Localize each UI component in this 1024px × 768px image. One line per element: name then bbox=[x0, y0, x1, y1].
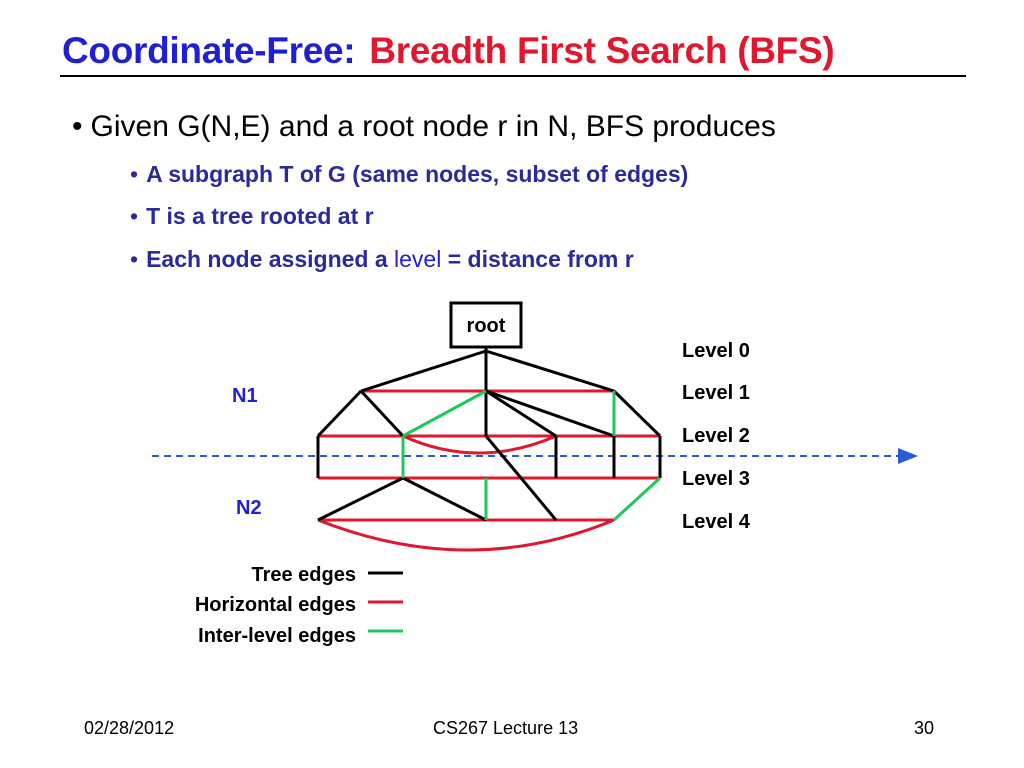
inter-level-edge bbox=[402, 389, 487, 438]
sub-bullet-text: T is a tree rooted at r bbox=[146, 203, 374, 229]
title-underline bbox=[60, 75, 966, 77]
horizontal-edge-arc bbox=[317, 518, 615, 552]
level-label: Level 1 bbox=[682, 382, 750, 404]
legend-label-inter-level: Inter-level edges bbox=[198, 625, 356, 647]
footer-course: CS267 Lecture 13 bbox=[433, 718, 579, 738]
tree-edge bbox=[316, 389, 363, 438]
main-bullet-text: Given G(N,E) and a root node r in N, BFS… bbox=[90, 110, 776, 143]
node-label-n2: N2 bbox=[236, 497, 262, 519]
sub-bullet-3: • Each node assigned a level = distance f… bbox=[130, 246, 634, 273]
tree-edge bbox=[402, 476, 487, 522]
sub-bullet-2: • T is a tree rooted at r bbox=[130, 203, 374, 230]
tree-edge bbox=[485, 389, 557, 438]
inter-level-edges bbox=[401, 389, 662, 522]
title-part-2: Breadth First Search (BFS) bbox=[369, 30, 835, 71]
sub-bullet-1: • A subgraph T of G (same nodes, subset o… bbox=[130, 161, 688, 188]
root-node bbox=[449, 301, 523, 349]
tree-edge bbox=[485, 349, 615, 393]
level-label: Level 0 bbox=[682, 340, 750, 362]
footer-page-number: 30 bbox=[914, 718, 935, 738]
sub-bullet-text-post: = distance from r bbox=[441, 246, 634, 272]
bullet-marker: • bbox=[130, 246, 139, 272]
node-label-n1: N1 bbox=[232, 385, 258, 407]
main-bullet: •Given G(N,E) and a root node r in N, BF… bbox=[72, 110, 776, 144]
bullet-marker: • bbox=[130, 203, 139, 229]
sub-bullet-text-pre: Each node assigned a bbox=[146, 246, 395, 272]
level-label: Level 2 bbox=[682, 425, 750, 447]
legend-label-horizontal: Horizontal edges bbox=[195, 594, 356, 616]
tree-edge bbox=[317, 476, 404, 522]
horizontal-edges bbox=[317, 389, 660, 552]
tree-edge bbox=[484, 435, 558, 521]
bullet-marker: • bbox=[130, 161, 139, 187]
title-part-1: Coordinate-Free: bbox=[62, 30, 356, 71]
tree-edges bbox=[316, 347, 662, 522]
sub-bullet-text: A subgraph T of G (same nodes, subset of… bbox=[146, 161, 689, 187]
legend: Tree edges Horizontal edges Inter-level … bbox=[195, 564, 356, 647]
tree-edge bbox=[485, 389, 615, 438]
inter-level-edge bbox=[612, 476, 662, 522]
slide-title: Coordinate-Free: Breadth First Search (BF… bbox=[62, 30, 835, 72]
tree-edge bbox=[360, 349, 487, 393]
tree-edge bbox=[359, 389, 405, 438]
footer-date: 02/28/2012 bbox=[84, 718, 175, 738]
tree-edge bbox=[612, 389, 662, 438]
bullet-marker: • bbox=[72, 110, 83, 143]
legend-label-tree: Tree edges bbox=[251, 564, 356, 586]
sub-bullet-keyword: level bbox=[394, 246, 442, 272]
level-label: Level 4 bbox=[682, 511, 751, 533]
root-label: root bbox=[467, 315, 506, 337]
horizontal-edge-arc bbox=[402, 434, 557, 455]
level-label: Level 3 bbox=[682, 468, 750, 490]
